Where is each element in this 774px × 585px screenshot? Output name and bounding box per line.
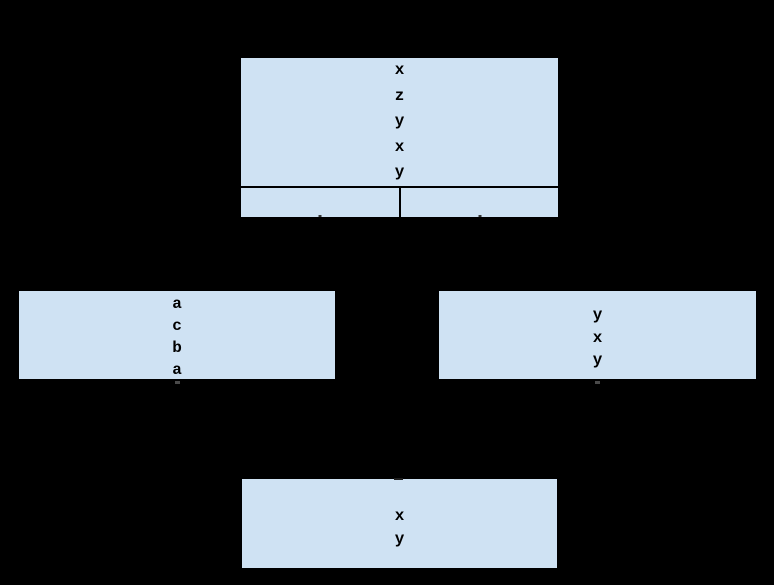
box-text-line: y — [394, 112, 405, 131]
box-text-line: z — [394, 86, 405, 105]
box-text-line: x — [394, 137, 405, 156]
clipped-text-artifact — [394, 478, 403, 480]
clipped-text-artifact — [175, 381, 180, 384]
box-text-line: x — [394, 61, 405, 80]
top-node-footer-cell-left — [241, 188, 401, 219]
clipped-text-artifact — [318, 215, 322, 217]
top-node-footer-cell-right — [401, 188, 558, 219]
clipped-text-artifact — [478, 215, 481, 217]
box-text-line: y — [394, 163, 405, 182]
box-text-line: y — [592, 351, 603, 369]
box-text-line: b — [172, 339, 182, 357]
box-text-line: y — [394, 530, 405, 548]
box-text-line: c — [172, 317, 182, 335]
top-node-footer — [241, 186, 558, 219]
box-text-line: y — [592, 306, 603, 324]
box-text-line: x — [394, 507, 405, 525]
box-text-line: a — [172, 361, 182, 379]
clipped-text-artifact — [595, 381, 600, 384]
box-text-line: a — [172, 295, 182, 313]
box-text-line: x — [592, 328, 603, 347]
